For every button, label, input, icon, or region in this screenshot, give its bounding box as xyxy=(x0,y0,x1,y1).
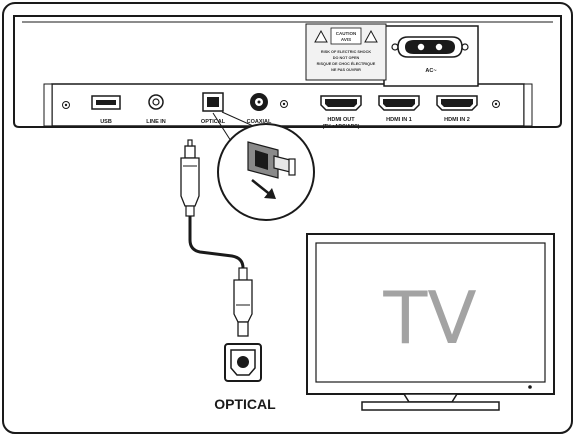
line-in-port xyxy=(148,94,164,110)
caution-line-1: RISK OF ELECTRIC SHOCK xyxy=(321,50,371,54)
ac-socket xyxy=(383,25,479,87)
screw-icon xyxy=(492,100,500,108)
warning-icon xyxy=(364,29,378,43)
dust-cap-icon xyxy=(247,141,296,179)
plug-tip-bottom xyxy=(237,321,249,337)
ac-label: AC~ xyxy=(425,68,436,74)
usb-label: USB xyxy=(100,119,112,125)
caution-subtitle: AVIS xyxy=(341,37,351,42)
warning-icon xyxy=(314,29,328,43)
optical-port-label: OPTICAL xyxy=(201,119,226,125)
screw-icon xyxy=(280,100,288,108)
plug-tip-top xyxy=(184,145,196,159)
hdmi-out-port xyxy=(320,95,362,111)
screw-icon xyxy=(62,101,70,109)
hdmi-out-sub-label: (TV eARC/ARC) xyxy=(323,124,360,130)
tv: TV xyxy=(306,233,555,411)
caution-line-4: NE PAS OUVRIR xyxy=(331,68,361,72)
magnified-detail xyxy=(212,111,315,221)
soundbar: USB LINE IN OPTICAL COAXIAL HDMI OUT (TV… xyxy=(13,15,562,130)
coaxial-port xyxy=(250,93,268,111)
tv-screen xyxy=(315,242,546,383)
caution-line-2: DO NOT OPEN xyxy=(333,56,360,60)
usb-port xyxy=(91,95,121,110)
panel-edge-right xyxy=(523,83,533,127)
hdmi-in-2-port xyxy=(436,95,478,111)
optical-cable xyxy=(180,139,253,337)
line-in-label: LINE IN xyxy=(146,119,166,125)
hdmi-in-2-label: HDMI IN 2 xyxy=(444,117,470,123)
caution-line-3: RISQUE DE CHOC ÉLECTRIQUE xyxy=(317,61,376,66)
tv-stand-base xyxy=(361,401,500,411)
optical-port xyxy=(202,92,224,112)
tv-stand-neck xyxy=(402,393,459,403)
optical-jack-label: OPTICAL xyxy=(214,396,276,412)
tv-power-led xyxy=(528,385,532,389)
optical-jack-icon xyxy=(224,343,262,382)
caution-label: CAUTION AVIS RISK OF ELECTRIC SHOCK DO N… xyxy=(305,23,387,81)
hdmi-in-1-label: HDMI IN 1 xyxy=(386,117,412,123)
cable-wire xyxy=(188,216,245,282)
arrow-head-icon xyxy=(264,188,276,199)
tv-label: TV xyxy=(382,276,476,360)
caution-title: CAUTION xyxy=(336,31,357,36)
hdmi-out-label: HDMI OUT xyxy=(327,117,355,123)
plug-body-top xyxy=(180,157,200,207)
panel-edge-left xyxy=(43,83,53,127)
hdmi-in-1-port xyxy=(378,95,420,111)
coaxial-label: COAXIAL xyxy=(247,119,272,125)
plug-body-bottom xyxy=(233,279,253,323)
